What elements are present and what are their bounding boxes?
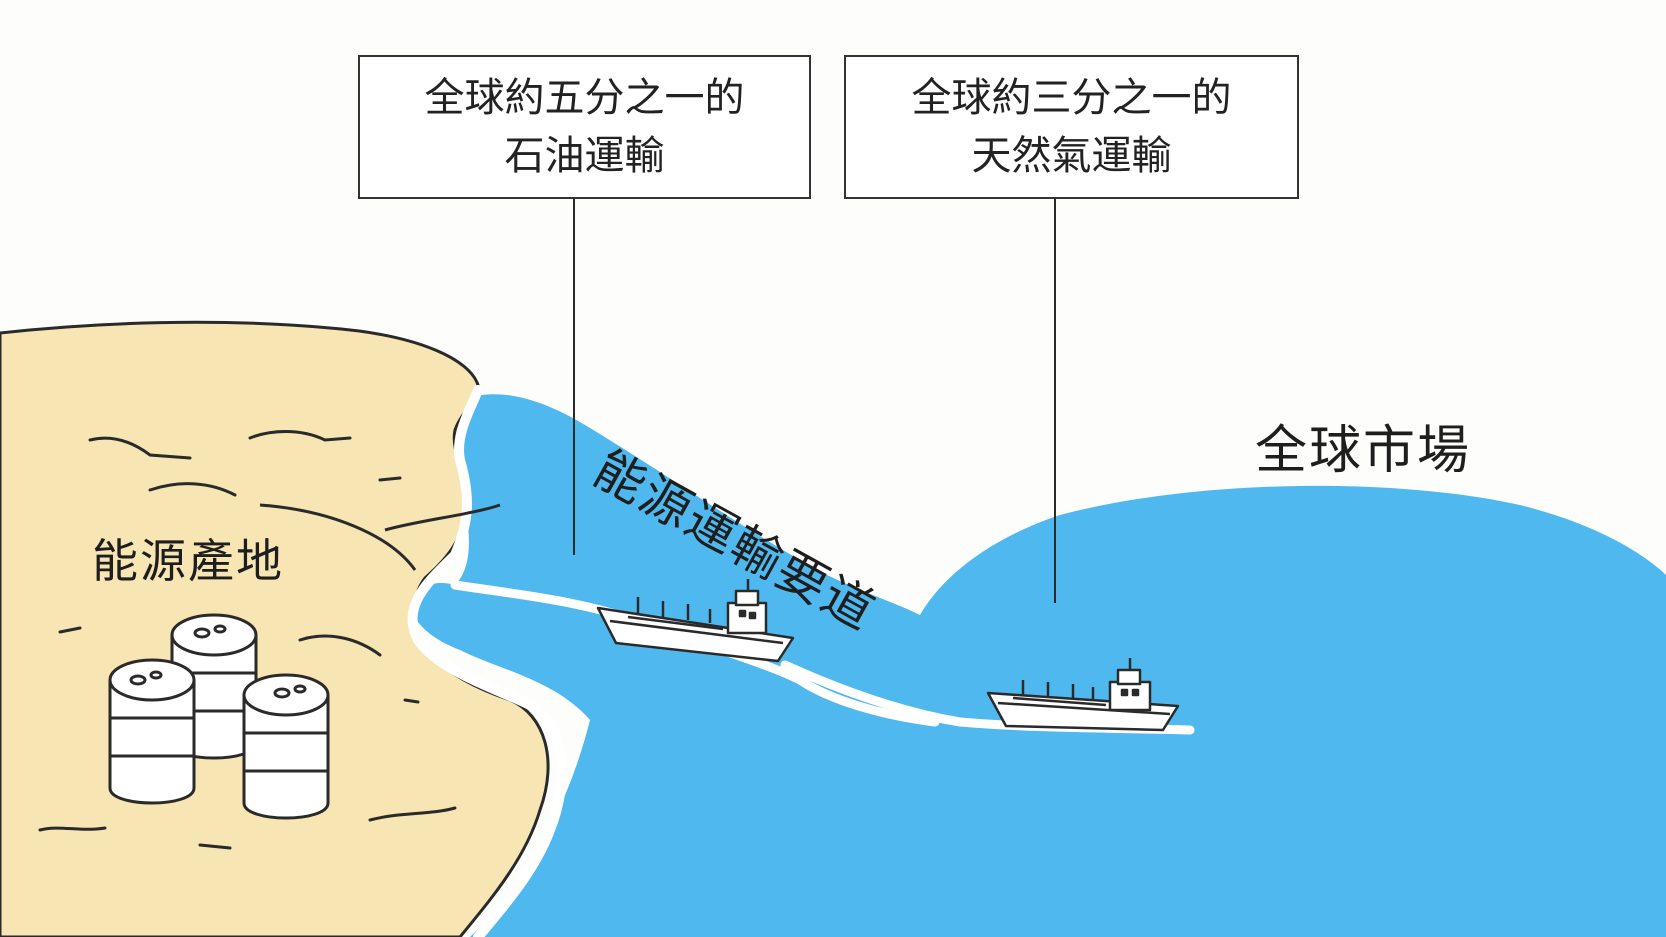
- callout-line: 全球約五分之一的: [424, 75, 745, 121]
- callout-line: 天然氣運輸: [971, 133, 1172, 179]
- tanker-ship-icon: [986, 658, 1180, 732]
- callout-line: 石油運輸: [504, 133, 665, 179]
- energy-origin-label: 能源產地: [92, 534, 284, 588]
- callout-line: 全球約三分之一的: [911, 75, 1232, 121]
- coast-contour-line: [384, 503, 501, 532]
- shoreline: [407, 385, 567, 937]
- oil-barrel-icon: [242, 673, 330, 820]
- terrain-strokes: [38, 430, 457, 850]
- sea: [410, 394, 1666, 937]
- coast-contour-line: [259, 503, 417, 571]
- gas-transport-callout: 全球約三分之一的 天然氣運輸: [844, 55, 1299, 199]
- tanker-ship-icon: [596, 579, 795, 663]
- oil-barrel-icon: [170, 613, 258, 760]
- global-market-label: 全球市場: [1255, 421, 1472, 481]
- oil-transport-callout: 全球約五分之一的 石油運輸: [358, 55, 811, 199]
- oil-barrel-icon: [108, 658, 196, 805]
